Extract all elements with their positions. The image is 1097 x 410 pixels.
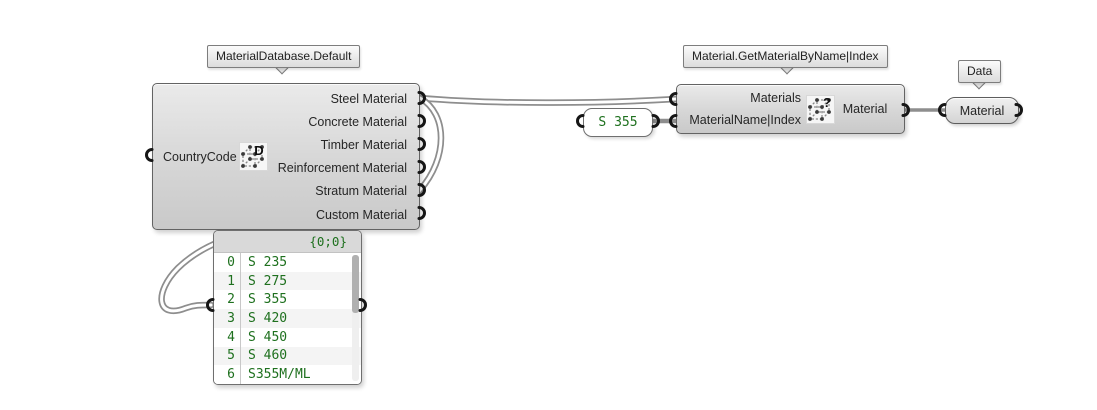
input-label-countrycode: CountryCode bbox=[163, 149, 237, 164]
panel-row-value: S 355 bbox=[248, 292, 288, 308]
tooltip-material-database: MaterialDatabase.Default bbox=[207, 45, 361, 75]
tooltip-label: Material.GetMaterialByName|Index bbox=[683, 45, 888, 68]
tooltip-get-material: Material.GetMaterialByName|Index bbox=[683, 45, 888, 75]
tooltip-data: Data bbox=[958, 60, 1002, 90]
output-label: Timber Material bbox=[320, 137, 407, 152]
output-label: Stratum Material bbox=[315, 184, 407, 199]
panel-path-header: {0;0} bbox=[214, 231, 361, 253]
data-node-label: Material bbox=[959, 103, 1005, 118]
tooltip-label: Data bbox=[958, 60, 1002, 83]
panel-row-value: S 460 bbox=[248, 348, 288, 364]
panel-row: 5 S 460 bbox=[214, 346, 361, 366]
tooltip-label: MaterialDatabase.Default bbox=[207, 45, 361, 68]
panel-row-value: S 450 bbox=[248, 329, 288, 345]
panel-scrollbar-thumb[interactable] bbox=[352, 255, 359, 313]
panel-row-index: 6 bbox=[214, 365, 241, 384]
list-panel[interactable]: {0;0} 0 S 235 1 S 275 2 S 355 3 S 420 4 … bbox=[213, 230, 362, 385]
panel-row-value: S 420 bbox=[248, 311, 288, 327]
panel-row-index: 4 bbox=[214, 327, 241, 347]
panel-row: 6 S355M/ML bbox=[214, 365, 361, 384]
panel-row-index: 2 bbox=[214, 290, 241, 310]
output-label: Reinforcement Material bbox=[277, 161, 407, 176]
input-label-materials: Materials bbox=[750, 91, 801, 105]
output-label: Steel Material bbox=[330, 91, 407, 106]
panel-row: 1 S 275 bbox=[214, 271, 361, 291]
panel-row: 0 S 235 bbox=[214, 253, 361, 272]
output-label: Concrete Material bbox=[308, 114, 407, 129]
icon-letter: D bbox=[254, 143, 263, 158]
panel-row: 2 S 355 bbox=[214, 290, 361, 310]
output-label: Custom Material bbox=[316, 207, 407, 222]
panel-row-index: 3 bbox=[214, 309, 241, 328]
panel-row-index: 5 bbox=[214, 346, 241, 366]
panel-scrollbar[interactable] bbox=[352, 255, 359, 381]
wire-steel-to-materials-core bbox=[418, 96, 678, 105]
icon-letter: ? bbox=[823, 95, 831, 110]
panel-row-value: S 275 bbox=[248, 273, 288, 289]
value-panel-text: S 355 bbox=[598, 115, 638, 130]
panel-rows: 0 S 235 1 S 275 2 S 355 3 S 420 4 S 450 … bbox=[214, 253, 361, 384]
cube-question-icon: ? bbox=[806, 95, 835, 124]
panel-row: 4 S 450 bbox=[214, 327, 361, 347]
panel-row-value: S355M/ML bbox=[248, 367, 311, 383]
material-data-node[interactable]: Material bbox=[945, 97, 1019, 124]
material-database-component[interactable]: CountryCode D Steel Mater bbox=[152, 83, 420, 230]
panel-row: 3 S 420 bbox=[214, 309, 361, 328]
input-label-materialname-index: MaterialName|Index bbox=[689, 113, 801, 127]
get-material-component[interactable]: Materials MaterialName|Index ? bbox=[676, 84, 905, 134]
cube-d-icon: D bbox=[239, 142, 268, 171]
panel-row-index: 1 bbox=[214, 271, 241, 291]
value-panel-s355[interactable]: S 355 bbox=[583, 108, 653, 137]
panel-row-index: 0 bbox=[214, 253, 241, 272]
panel-row-value: S 235 bbox=[248, 254, 288, 270]
output-label-material: Material bbox=[842, 102, 888, 116]
